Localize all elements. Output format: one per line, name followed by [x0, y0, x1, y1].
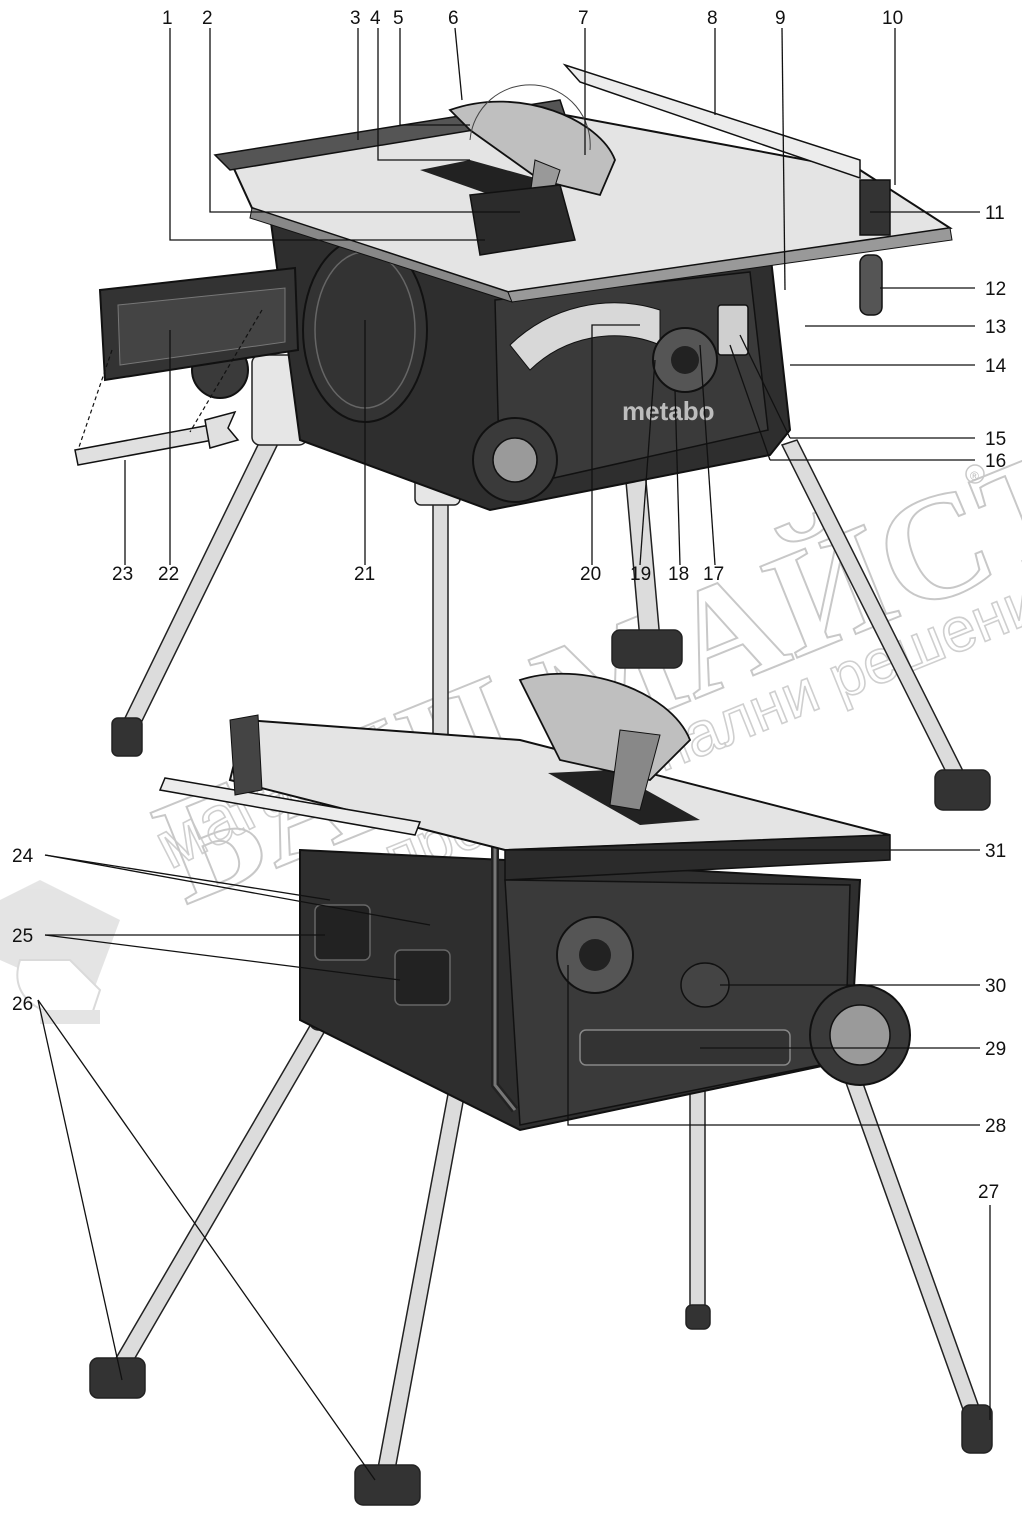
callout-20: 20 — [580, 564, 601, 585]
callout-12: 12 — [985, 279, 1006, 300]
registered-circle — [965, 464, 985, 484]
callout-7: 7 — [578, 8, 589, 29]
callout-1: 1 — [162, 8, 173, 29]
registered-mark: ® — [970, 469, 979, 483]
callout-4: 4 — [370, 8, 381, 29]
callout-30: 30 — [985, 976, 1006, 997]
callout-6: 6 — [448, 8, 459, 29]
callout-17: 17 — [703, 564, 724, 585]
upper-legs — [111, 409, 991, 811]
callout-24: 24 — [12, 846, 34, 867]
callout-18: 18 — [668, 564, 689, 585]
upper-machine-view: metabo — [74, 63, 991, 811]
callout-2: 2 — [202, 8, 213, 29]
callout-27: 27 — [978, 1182, 999, 1203]
callout-10: 10 — [882, 8, 903, 29]
callout-15: 15 — [985, 429, 1006, 450]
callout-31: 31 — [985, 841, 1006, 862]
callout-13: 13 — [985, 317, 1006, 338]
lower-machine-view — [89, 672, 993, 1506]
callout-26: 26 — [12, 994, 33, 1015]
callout-8: 8 — [707, 8, 718, 29]
leader-lines — [37, 27, 991, 1481]
callout-19: 19 — [630, 564, 651, 585]
lower-legs — [89, 999, 993, 1506]
callout-23: 23 — [112, 564, 133, 585]
wrench-icon — [74, 410, 240, 466]
callout-28: 28 — [985, 1116, 1006, 1137]
hammer-logo-icon — [0, 880, 120, 1024]
callout-11: 11 — [985, 203, 1005, 224]
callout-21: 21 — [354, 564, 375, 585]
callout-25: 25 — [12, 926, 33, 947]
callout-5: 5 — [393, 8, 404, 29]
callout-labels: 1 2 3 4 5 6 7 8 9 10 11 12 13 14 15 16 1… — [12, 8, 1007, 1203]
callout-14: 14 — [985, 356, 1007, 377]
callout-29: 29 — [985, 1039, 1006, 1060]
callout-22: 22 — [158, 564, 179, 585]
callout-3: 3 — [350, 8, 361, 29]
brand-logo-text: metabo — [622, 396, 714, 426]
callout-9: 9 — [775, 8, 786, 29]
callout-16: 16 — [985, 451, 1006, 472]
